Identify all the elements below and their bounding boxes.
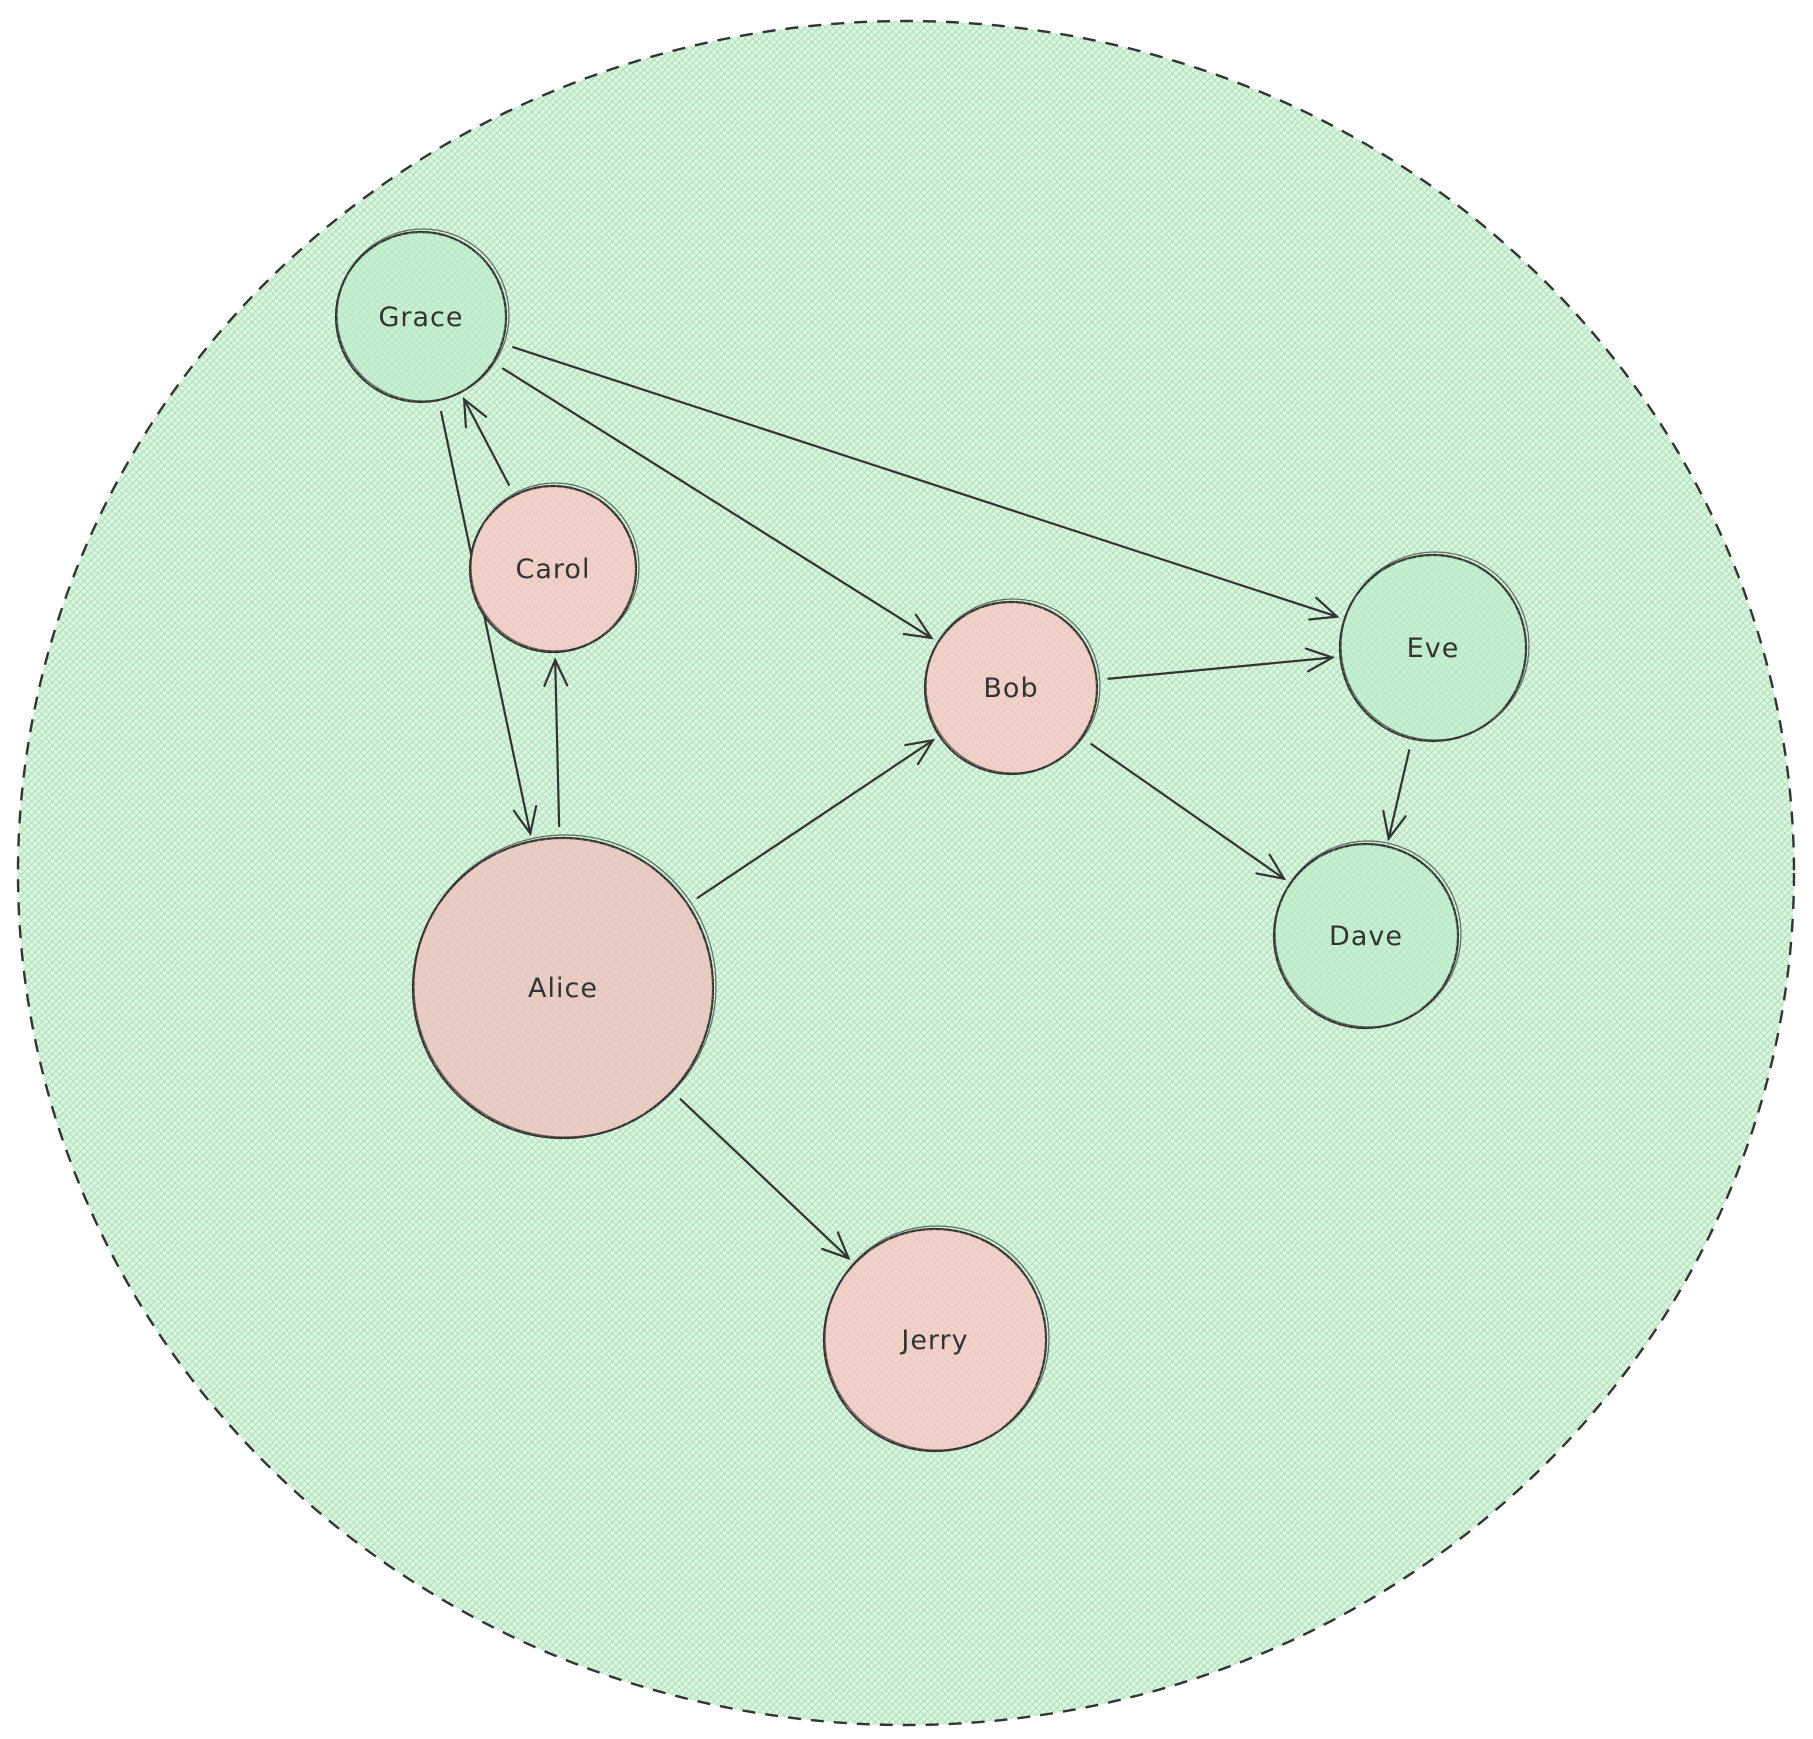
- node-hatch: [470, 486, 636, 652]
- edge-carol-grace: [462, 396, 511, 486]
- edge-grace-eve: [512, 346, 1340, 621]
- node-outline: [413, 834, 717, 1138]
- edge-line: [554, 658, 561, 828]
- edge-line: [512, 346, 1339, 618]
- edge-alice-carol: [543, 657, 569, 828]
- arrowhead-icon: [1308, 596, 1340, 621]
- node-label: Carol: [516, 554, 591, 585]
- node-outline: [1274, 840, 1462, 1028]
- node-hatch: [1274, 844, 1458, 1028]
- edge-eve-dave: [1382, 749, 1411, 842]
- edge-line: [1387, 749, 1411, 840]
- node-hatch: [413, 838, 713, 1138]
- edge-line: [439, 410, 532, 835]
- edges-layer: [439, 346, 1411, 1261]
- arrowhead-icon: [1382, 810, 1407, 842]
- arrowhead-icon: [902, 613, 934, 640]
- edge-bob-dave: [1090, 743, 1287, 881]
- edge-grace-bob: [502, 367, 934, 640]
- edge-alice-bob: [696, 738, 936, 899]
- node-eve[interactable]: Eve: [1338, 551, 1530, 743]
- arrowhead-icon: [1255, 853, 1287, 881]
- edge-alice-jerry: [679, 1098, 851, 1261]
- edge-line: [1090, 743, 1286, 880]
- node-label: Dave: [1329, 921, 1403, 952]
- node-label: Alice: [528, 973, 598, 1004]
- node-hatch: [1340, 555, 1526, 741]
- arrowhead-icon: [821, 1231, 851, 1261]
- node-outline: [925, 598, 1101, 774]
- arrowhead-icon: [904, 738, 936, 766]
- edge-bob-eve: [1107, 647, 1336, 680]
- node-jerry[interactable]: Jerry: [822, 1225, 1050, 1453]
- node-outline: [336, 228, 510, 402]
- arrowhead-icon: [543, 657, 569, 687]
- node-hatch: [925, 602, 1097, 774]
- node-outline: [1340, 551, 1530, 741]
- node-label: Jerry: [899, 1325, 968, 1356]
- node-bob[interactable]: Bob: [923, 598, 1101, 776]
- node-carol[interactable]: Carol: [468, 482, 640, 654]
- node-outline: [470, 482, 640, 652]
- edge-line: [502, 367, 933, 640]
- edge-grace-alice: [439, 410, 538, 837]
- node-grace[interactable]: Grace: [334, 228, 510, 404]
- arrowhead-icon: [462, 396, 488, 429]
- node-label: Eve: [1407, 633, 1460, 664]
- arrowhead-icon: [512, 804, 538, 837]
- node-hatch: [336, 232, 506, 402]
- node-label: Grace: [378, 302, 463, 333]
- node-label: Bob: [983, 673, 1038, 704]
- edge-line: [696, 739, 934, 899]
- node-dave[interactable]: Dave: [1272, 840, 1462, 1030]
- edge-line: [679, 1098, 850, 1260]
- node-alice[interactable]: Alice: [411, 834, 717, 1140]
- edge-line: [1107, 656, 1334, 680]
- arrowhead-icon: [1304, 647, 1336, 673]
- node-outline: [824, 1225, 1050, 1451]
- group-boundary: [16, 19, 1796, 1727]
- edge-line: [463, 398, 511, 486]
- node-hatch: [824, 1229, 1046, 1451]
